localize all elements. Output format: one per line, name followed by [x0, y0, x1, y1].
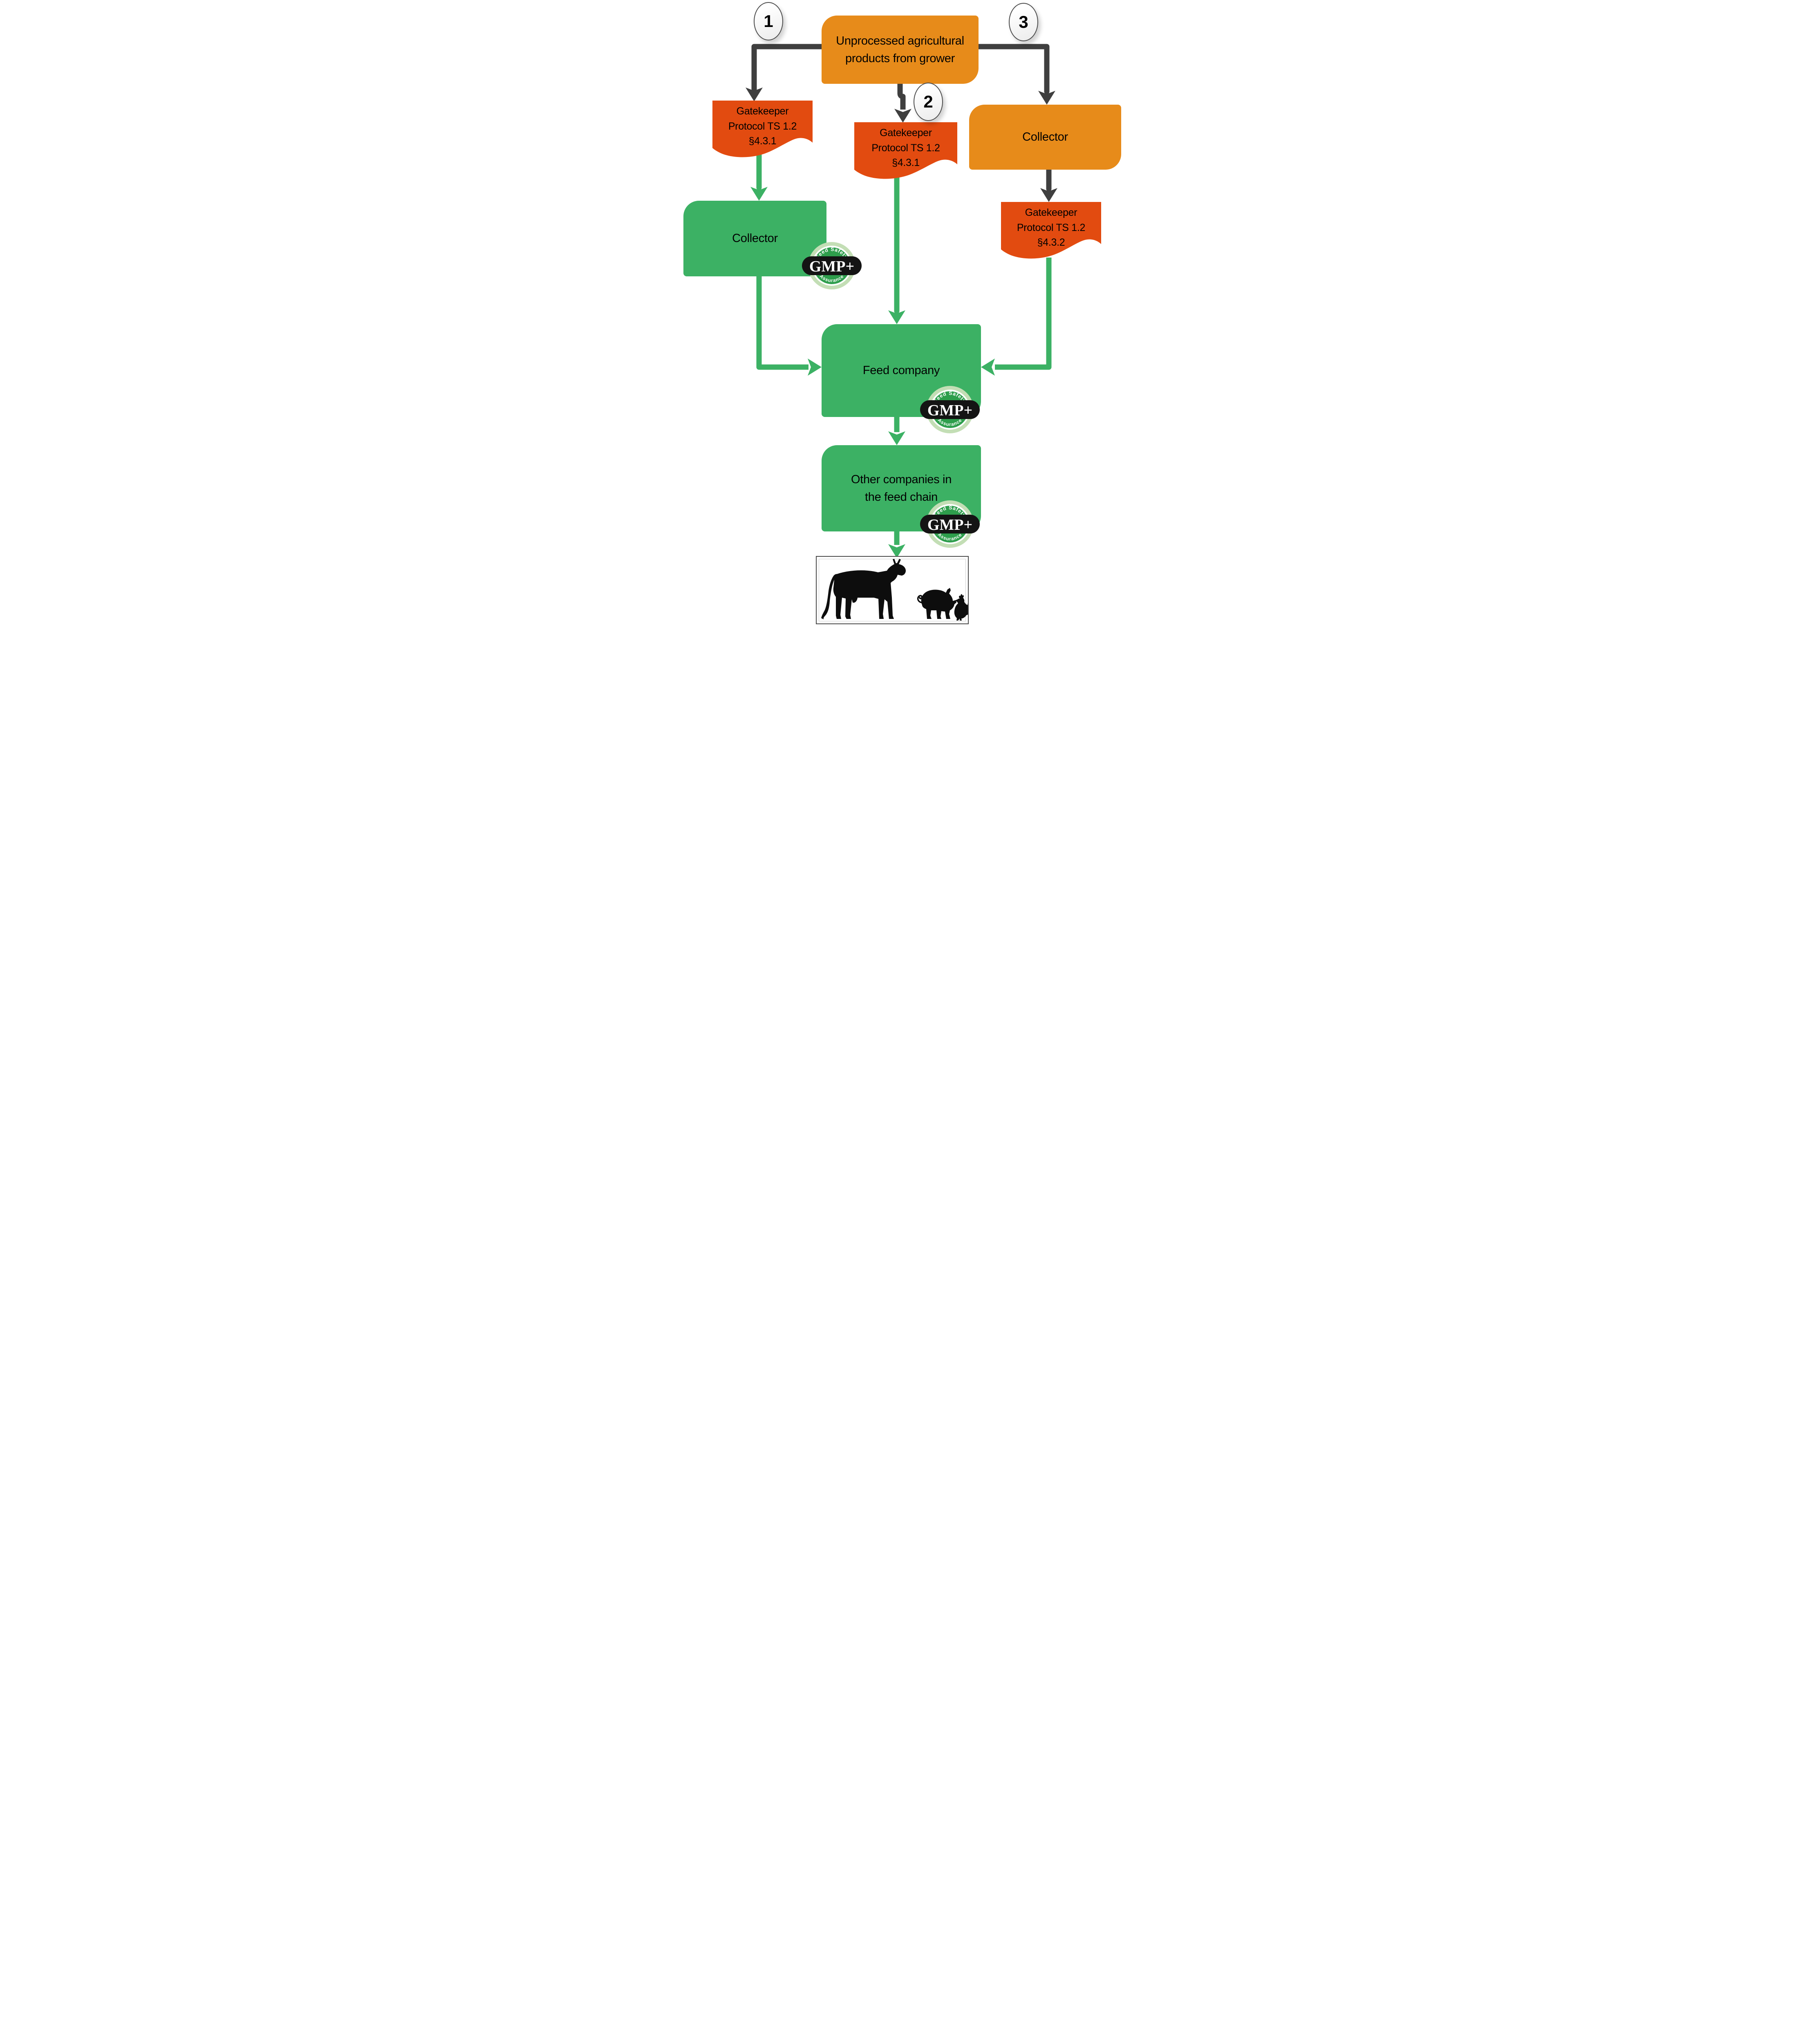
badge-brand-text: GMP+: [927, 516, 972, 533]
step-marker-2-label: 2: [923, 92, 933, 111]
step-marker-2: 2: [914, 83, 943, 121]
node-gatekeeper-2-label: Gatekeeper Protocol TS 1.2 §4.3.1: [854, 122, 957, 170]
step-marker-3-label: 3: [1019, 12, 1028, 31]
document-shape-icon: [1001, 202, 1101, 259]
gatekeeper-2-line1: Gatekeeper: [880, 127, 932, 139]
arrow-feed-company-to-other-companies: [888, 417, 905, 445]
rooster-beak-icon: [955, 599, 958, 602]
gmp-plus-badge-icon: Feed Safety Assurance GMP+: [920, 386, 980, 433]
arrow-grower-to-gatekeeper1: [746, 44, 824, 101]
node-feed-company-label: Feed company: [862, 364, 940, 377]
node-gatekeeper-3-label: Gatekeeper Protocol TS 1.2 §4.3.2: [1001, 202, 1101, 250]
node-gatekeeper-3: Gatekeeper Protocol TS 1.2 §4.3.2: [1001, 202, 1101, 263]
node-gatekeeper-2: Gatekeeper Protocol TS 1.2 §4.3.1: [854, 122, 957, 184]
rooster-icon: [954, 594, 968, 621]
arrow-grower-to-gatekeeper2: [894, 84, 911, 123]
node-other-companies-label: Other companies in the feed chain: [851, 473, 952, 504]
feed-chain-flowchart: Unprocessed agricultural products from g…: [680, 0, 1134, 626]
gatekeeper-1-line2: Protocol TS 1.2: [728, 120, 797, 132]
pig-icon: [921, 588, 956, 619]
document-shape-icon: [854, 122, 957, 179]
livestock-image-frame: [816, 556, 969, 624]
arrow-gatekeeper2-to-feed-company: [888, 173, 905, 324]
gatekeeper-1-line1: Gatekeeper: [736, 105, 789, 117]
gatekeeper-3-line1: Gatekeeper: [1025, 207, 1077, 218]
gatekeeper-1-line3: §4.3.1: [748, 135, 777, 147]
gatekeeper-2-line2: Protocol TS 1.2: [871, 142, 940, 154]
arrow-gatekeeper1-to-collector-left: [750, 149, 768, 201]
gmp-plus-badge-icon: Feed Safety Assurance GMP+: [802, 242, 862, 289]
badge-brand-text: GMP+: [927, 402, 972, 419]
node-collector-left: Collector: [683, 201, 826, 276]
node-gatekeeper-1-label: Gatekeeper Protocol TS 1.2 §4.3.1: [712, 101, 813, 149]
gatekeeper-3-line2: Protocol TS 1.2: [1017, 222, 1086, 233]
node-collector-right: Collector: [969, 105, 1121, 170]
node-grower-label: Unprocessed agricultural products from g…: [836, 34, 964, 65]
arrow-collector-right-to-gatekeeper3: [1040, 166, 1057, 202]
cow-icon: [821, 559, 906, 619]
livestock-image: [821, 559, 968, 621]
node-collector-left-label: Collector: [732, 232, 778, 245]
step-marker-3: 3: [1009, 3, 1038, 41]
gmp-plus-badge-icon: Feed Safety Assurance GMP+: [920, 500, 980, 548]
node-gatekeeper-1: Gatekeeper Protocol TS 1.2 §4.3.1: [712, 101, 813, 162]
rooster-wattle-icon: [958, 602, 961, 605]
step-marker-1-label: 1: [764, 11, 773, 31]
badge-brand-text: GMP+: [809, 258, 854, 275]
node-collector-right-label: Collector: [1022, 130, 1068, 144]
gatekeeper-3-line3: §4.3.2: [1037, 237, 1065, 248]
arrow-collector-left-to-feed-company: [756, 276, 822, 376]
gatekeeper-2-line3: §4.3.1: [892, 157, 920, 168]
pig-tail-icon: [917, 595, 923, 603]
document-shape-icon: [712, 101, 813, 157]
flow-arrows: [746, 44, 1057, 558]
arrow-other-companies-to-animals: [888, 531, 905, 558]
step-marker-1: 1: [754, 2, 783, 40]
arrow-gatekeeper3-to-feed-company: [981, 258, 1052, 376]
node-grower: Unprocessed agricultural products from g…: [822, 16, 979, 84]
